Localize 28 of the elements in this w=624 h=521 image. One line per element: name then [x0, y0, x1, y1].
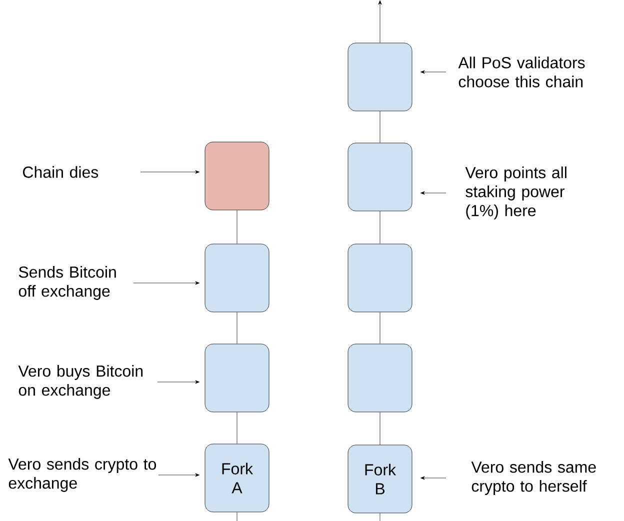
- note-text: Chain dies: [23, 166, 98, 178]
- block-box: [348, 42, 412, 112]
- chain-line: [378, 0, 382, 43]
- arrow: [420, 191, 446, 195]
- note-text: Vero sends same crypto to herself: [471, 461, 596, 495]
- note-text: Vero points all staking power (1%) here: [465, 166, 566, 220]
- chain-line: [236, 412, 238, 444]
- block-box: [204, 142, 270, 210]
- block-box: [204, 244, 270, 312]
- arrow: [420, 476, 446, 480]
- chain-line: [236, 512, 238, 521]
- fork-box: Fork B: [348, 444, 412, 514]
- arrow: [158, 473, 200, 477]
- note-text: Vero buys Bitcoin on exchange: [18, 365, 143, 399]
- arrow: [420, 70, 446, 74]
- fork-box: Fork A: [204, 444, 270, 512]
- arrow: [157, 380, 200, 384]
- block-box: [348, 142, 412, 212]
- note-text: Sends Bitcoin off exchange: [18, 266, 116, 300]
- note-text: Vero sends crypto to exchange: [8, 458, 156, 492]
- arrow: [140, 170, 200, 174]
- block-box: [348, 244, 412, 312]
- block-box: [204, 344, 270, 412]
- note-text: All PoS validators choose this chain: [458, 56, 585, 88]
- block-box: [348, 344, 412, 412]
- arrow: [133, 281, 200, 285]
- chain-line: [236, 210, 238, 244]
- chain-line: [236, 312, 238, 344]
